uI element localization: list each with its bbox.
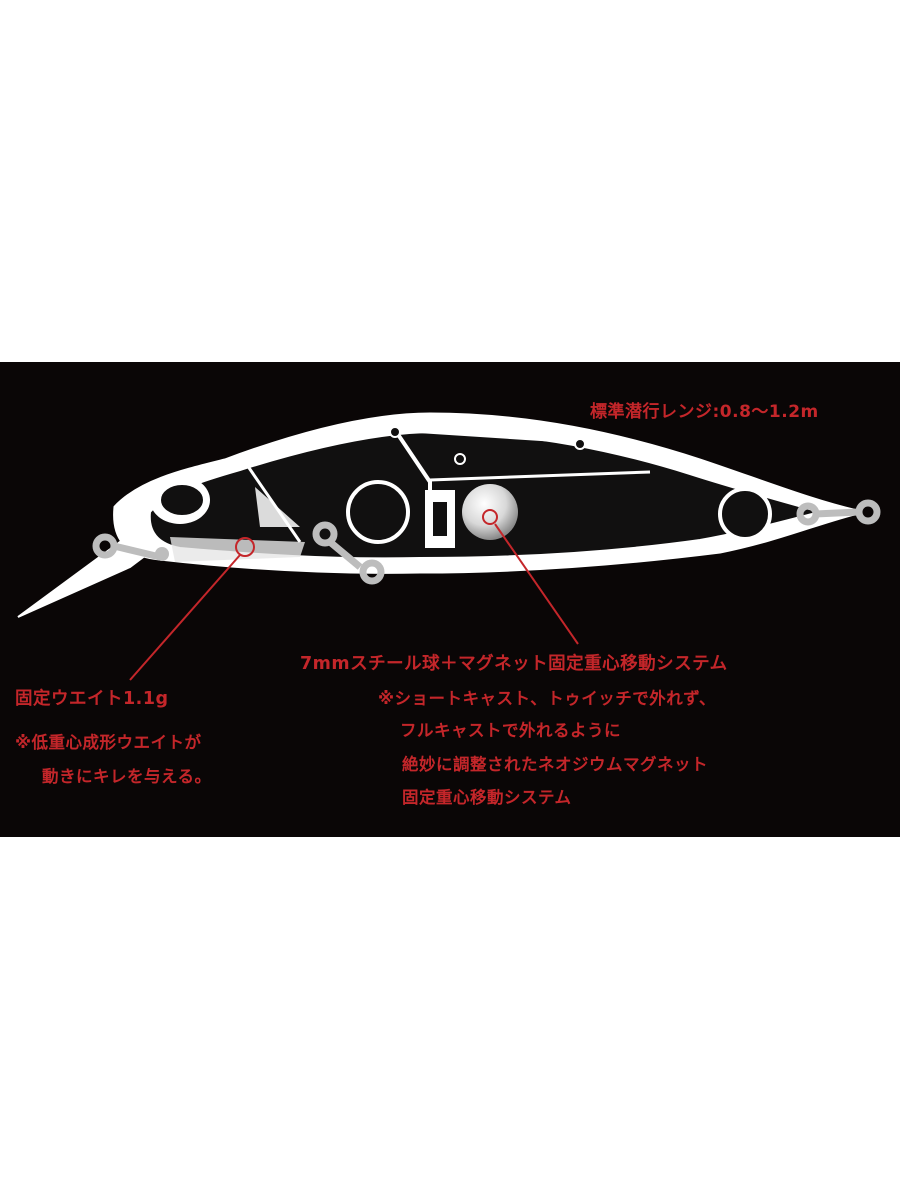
rear-chamber bbox=[718, 487, 772, 541]
fixed-weight-note-line: 動きにキレを与える。 bbox=[42, 767, 212, 786]
fixed-weight-note-line: ※低重心成形ウエイトが bbox=[15, 733, 202, 752]
front-chamber bbox=[346, 480, 410, 544]
ball-system-note-line: フルキャストで外れるように bbox=[400, 721, 621, 740]
steel-ball bbox=[462, 484, 518, 540]
fixed-weight-chamber bbox=[170, 537, 305, 562]
fixed-weight-marker bbox=[235, 537, 255, 557]
fixed-weight-title: 固定ウエイト1.1g bbox=[15, 689, 169, 709]
lure-diagram-panel: 標準潜行レンジ:0.8～1.2m 7mmスチール球＋マグネット固定重心移動システ… bbox=[0, 362, 900, 837]
ball-system-title: 7mmスチール球＋マグネット固定重心移動システム bbox=[300, 654, 728, 674]
fixed-weight-leader bbox=[129, 554, 241, 681]
diving-range-label: 標準潜行レンジ:0.8～1.2m bbox=[590, 402, 819, 422]
ball-system-note-line: 絶妙に調整されたネオジウムマグネット bbox=[402, 755, 708, 774]
lure-cutaway-illustration bbox=[17, 412, 881, 681]
ball-system-note-line: ※ショートキャスト、トゥイッチで外れず、 bbox=[378, 689, 717, 708]
ball-system-note-line: 固定重心移動システム bbox=[402, 788, 572, 807]
belly-hook-eye bbox=[312, 521, 385, 585]
steel-ball-leader bbox=[494, 523, 579, 645]
steel-ball-marker bbox=[482, 509, 498, 525]
tail-hook-eye bbox=[796, 499, 881, 526]
line-tie-eye bbox=[92, 533, 161, 561]
